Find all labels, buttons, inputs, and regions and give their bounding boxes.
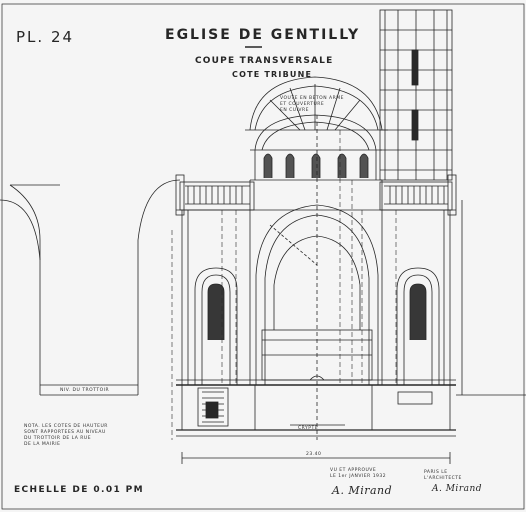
note-line: DE LA MAIRIE [24,442,61,447]
tribune-crypt [176,379,456,437]
approval-note: VU ET APPROUVE LE 1er JANVIER 1932 [330,468,386,480]
side-arches [194,267,440,385]
architect-note: PARIS LE L'ARCHITECTE [424,470,462,482]
drawing-subtitle: COUPE TRANSVERSALE [195,56,334,66]
drawing-subtitle-2: COTE TRIBUNE [232,70,313,79]
approval-line: VU ET APPROUVE [330,468,377,473]
note-block: NOTA. LES COTES DE HAUTEUR SONT RAPPORTE… [24,424,108,448]
dome-note-line: EN CUIVRE [280,108,309,113]
note-line: SONT RAPPORTEES AU NIVEAU [24,430,106,435]
left-arch-1 [9,184,60,395]
left-arch-1b [0,199,41,261]
left-arch-2 [137,179,181,395]
approval-line: LE 1er JANVIER 1932 [330,474,387,479]
overall-dimension-line [181,452,451,464]
scale-label: ECHELLE DE 0.01 PM [14,485,145,495]
architect-line: PARIS LE [424,470,448,475]
drawing-title: EGLISE DE GENTILLY [165,27,361,43]
note-line: DU TROTTOIR DE LA RUE [24,436,92,441]
sheet-border [1,3,525,510]
plate-number: PL. 24 [16,28,75,46]
roof-balustrades [175,174,457,216]
dome-note-line: VOUTE EN BETON ARME [280,96,344,101]
architect-line: L'ARCHITECTE [424,476,462,481]
signature-right: A. Mirand [432,484,483,494]
crypt-label: CRYPTE [298,426,319,431]
ground-level-label: NIV. DU TROTTOIR [60,388,110,393]
overall-dimension: 23.40 [306,452,322,457]
bell-tower [379,9,453,181]
main-walls [181,180,451,385]
dome-note-line: ET COUVERTURE [280,102,325,107]
note-line: NOTA. LES COTES DE HAUTEUR [24,424,108,429]
level-lines [171,130,397,440]
dome-note: VOUTE EN BETON ARME ET COUVERTURE EN CUI… [280,96,344,114]
inner-dome [250,114,382,181]
signature-left: A. Mirand [332,484,393,497]
left-ground [40,384,138,396]
